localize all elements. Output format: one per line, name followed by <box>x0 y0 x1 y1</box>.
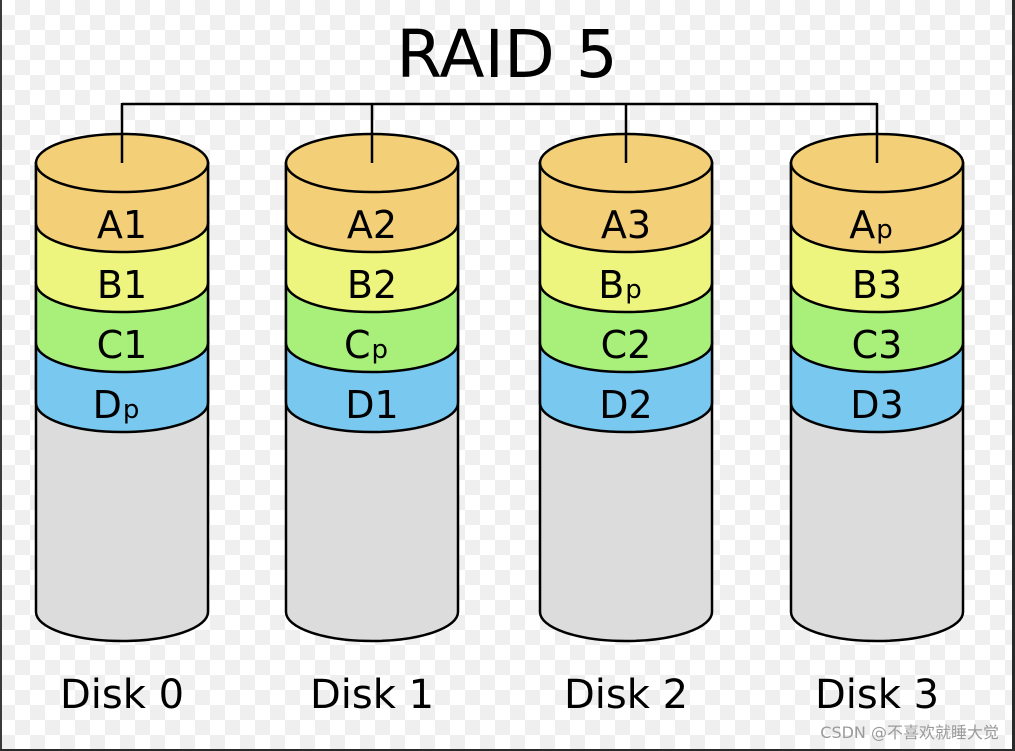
block-label: Dp <box>93 383 140 427</box>
diagram-title: RAID 5 <box>396 16 618 93</box>
disk-label: Disk 3 <box>815 672 939 718</box>
disk-label: Disk 0 <box>60 672 184 718</box>
watermark: CSDN @不喜欢就睡大觉 <box>820 723 999 742</box>
block-label: A1 <box>97 203 147 247</box>
block-label: Bp <box>598 263 642 307</box>
block-label: C2 <box>601 323 652 367</box>
block-label: A2 <box>347 203 397 247</box>
controller-connector <box>120 102 879 163</box>
disk-label: Disk 1 <box>310 672 434 718</box>
frame-bottom-border <box>0 749 1015 751</box>
block-label: D1 <box>345 383 398 427</box>
block-label: B3 <box>852 263 902 307</box>
block-label: D2 <box>599 383 652 427</box>
block-label: Cp <box>344 323 388 367</box>
frame-left-border <box>0 0 2 751</box>
disk-label: Disk 2 <box>564 672 688 718</box>
block-label: C3 <box>852 323 903 367</box>
block-label: B1 <box>97 263 147 307</box>
block-label: B2 <box>347 263 397 307</box>
block-label: A3 <box>601 203 651 247</box>
block-label: C1 <box>97 323 148 367</box>
block-label: D3 <box>850 383 903 427</box>
block-label: Ap <box>849 203 893 247</box>
frame-right-border <box>1012 0 1015 751</box>
